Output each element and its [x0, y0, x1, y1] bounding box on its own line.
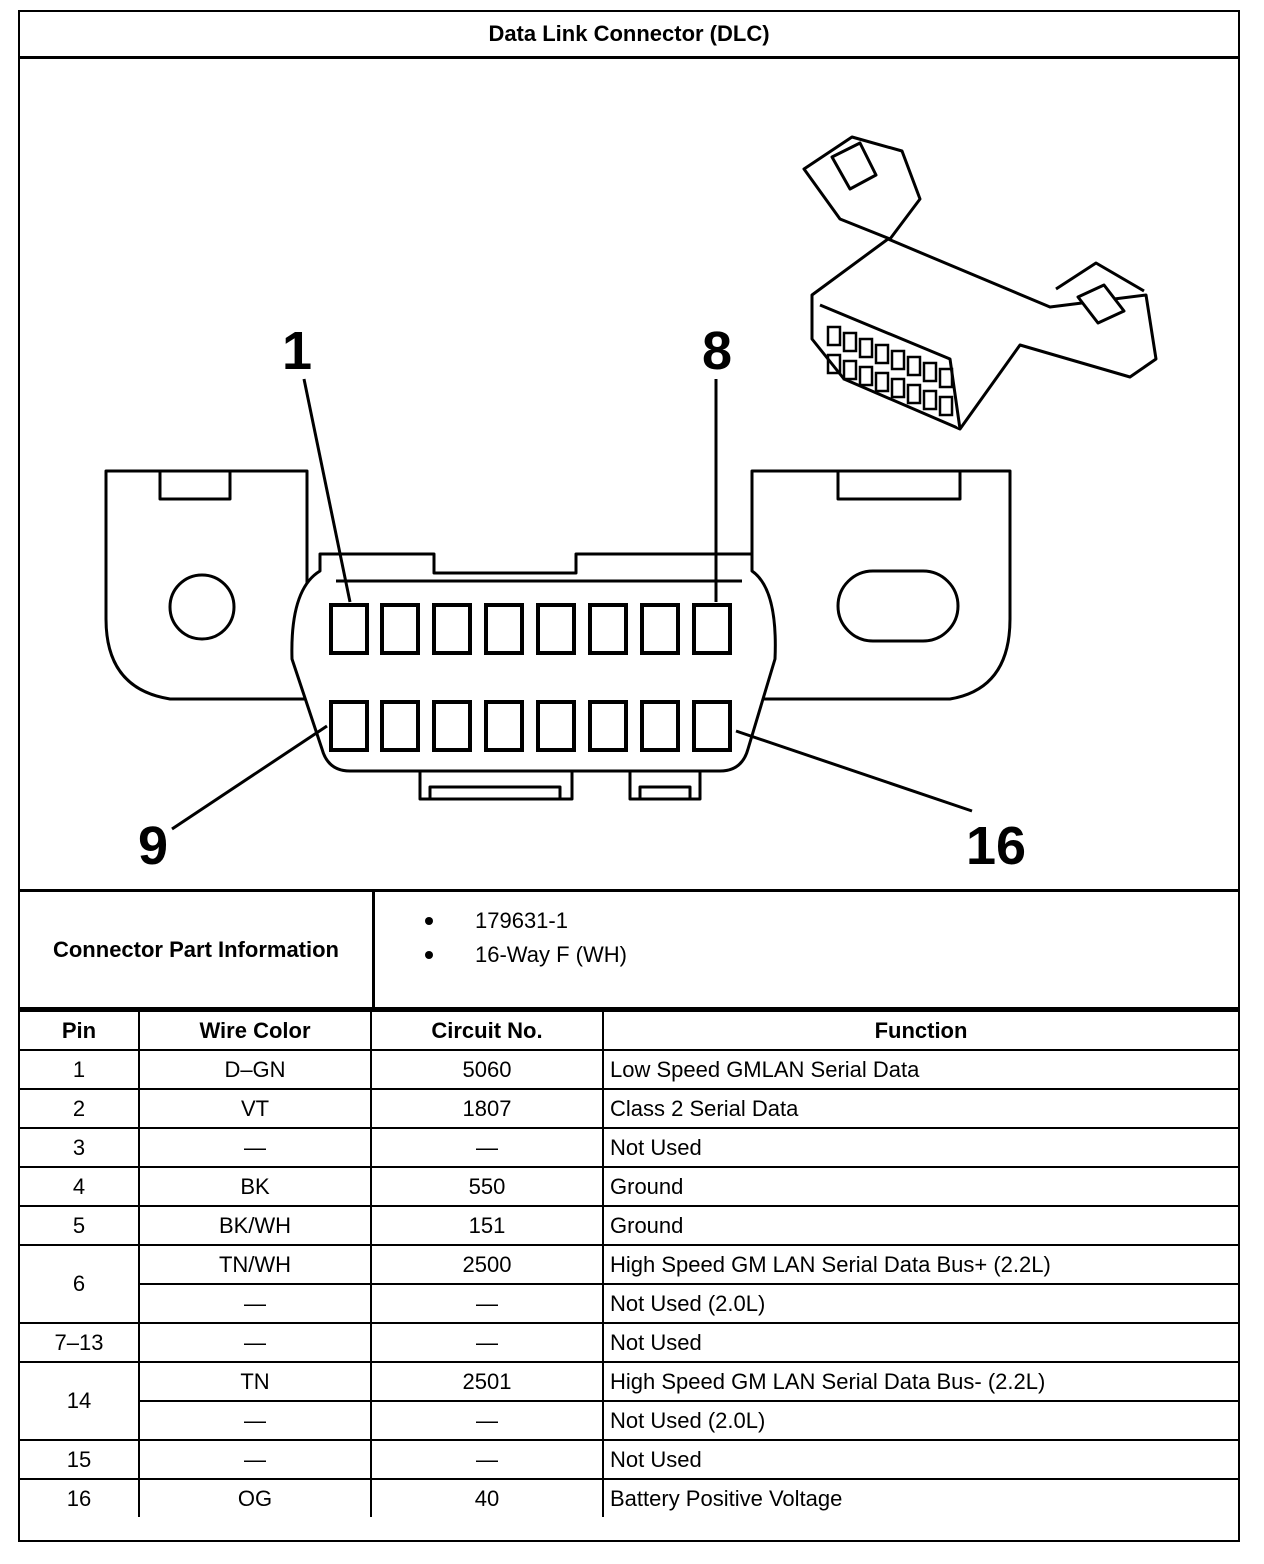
- table-row: 6 TN/WH 2500 High Speed GM LAN Serial Da…: [20, 1244, 1238, 1324]
- pin-5: [536, 603, 576, 655]
- pin-15: [640, 700, 680, 752]
- pin-16: [692, 700, 732, 752]
- dlc-drawing: 1 8 9 16: [104, 135, 1158, 876]
- left-flange: [104, 469, 309, 701]
- header-pin: Pin: [20, 1010, 140, 1051]
- pin-3: [432, 603, 472, 655]
- table-row: 16 OG 40 Battery Positive Voltage: [20, 1478, 1238, 1517]
- page-title: Data Link Connector (DLC): [20, 12, 1238, 59]
- connector-sheet: Data Link Connector (DLC): [18, 10, 1240, 1542]
- table-row: 3 — — Not Used: [20, 1127, 1238, 1168]
- pin-7: [640, 603, 680, 655]
- table-row: 5 BK/WH 151 Ground: [20, 1205, 1238, 1246]
- connector-3d-illustration: [802, 135, 1158, 431]
- callout-pin-9: 9: [138, 816, 168, 876]
- pin-9: [329, 700, 369, 752]
- pin-14: [588, 700, 628, 752]
- table-row: — — Not Used (2.0L): [20, 1400, 1238, 1441]
- header-function: Function: [602, 1010, 1238, 1051]
- table-row: 1 D–GN 5060 Low Speed GMLAN Serial Data: [20, 1049, 1238, 1090]
- leader-lines: [171, 378, 973, 831]
- bullet-icon: [425, 917, 433, 925]
- pin-11: [432, 700, 472, 752]
- pin-1: [329, 603, 369, 655]
- table-row: 4 BK 550 Ground: [20, 1166, 1238, 1207]
- pin-6: [588, 603, 628, 655]
- callout-pin-1: 1: [282, 321, 312, 381]
- info-item: 16-Way F (WH): [425, 938, 1238, 972]
- pinout-table: Pin Wire Color Circuit No. Function 1 D–…: [20, 1010, 1238, 1517]
- connector-part-info: Connector Part Information 179631-1 16-W…: [20, 892, 1238, 1010]
- table-row: 7–13 — — Not Used: [20, 1322, 1238, 1363]
- header-circuit: Circuit No.: [370, 1010, 604, 1051]
- pin-10: [380, 700, 420, 752]
- left-mount-hole: [168, 573, 236, 641]
- bullet-icon: [425, 951, 433, 959]
- pin-12: [484, 700, 524, 752]
- info-item: 179631-1: [425, 904, 1238, 938]
- connector-body: [290, 552, 777, 773]
- right-flange: [750, 469, 1012, 701]
- connector-diagram: 1 8 9 16: [20, 59, 1238, 892]
- upper-pin-row: [329, 603, 732, 655]
- pin-8: [692, 603, 732, 655]
- connector-info-label: Connector Part Information: [20, 892, 375, 1007]
- pin-2: [380, 603, 420, 655]
- connector-info-list: 179631-1 16-Way F (WH): [375, 892, 1238, 1007]
- table-row: 2 VT 1807 Class 2 Serial Data: [20, 1088, 1238, 1129]
- table-row: 15 — — Not Used: [20, 1439, 1238, 1480]
- table-header-row: Pin Wire Color Circuit No. Function: [20, 1010, 1238, 1051]
- table-row: 14 TN 2501 High Speed GM LAN Serial Data…: [20, 1361, 1238, 1441]
- right-mount-slot: [836, 569, 960, 643]
- pin-4: [484, 603, 524, 655]
- lower-pin-row: [329, 700, 732, 752]
- callout-pin-8: 8: [702, 321, 732, 381]
- pin-13: [536, 700, 576, 752]
- callout-pin-16: 16: [966, 816, 1026, 876]
- header-wire-color: Wire Color: [138, 1010, 372, 1051]
- table-row: — — Not Used (2.0L): [20, 1283, 1238, 1324]
